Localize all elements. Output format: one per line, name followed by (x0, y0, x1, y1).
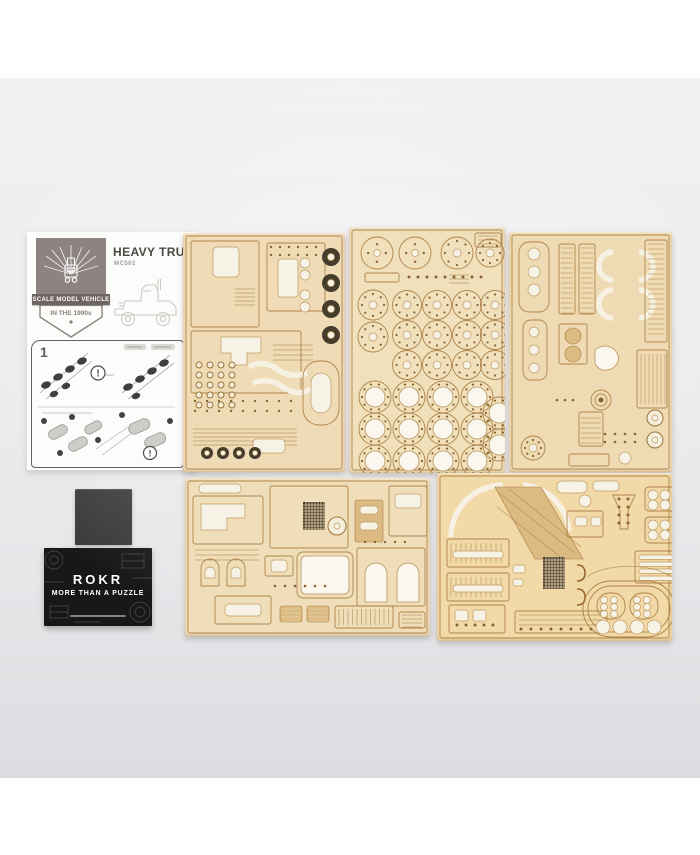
rokr-badge: ROKR SCALE MODEL VEHICLE IN THE 1990s (32, 238, 110, 339)
white-margin-bottom (0, 778, 700, 855)
assembly-step-frame: 1 (31, 340, 184, 468)
card-blueprint-art (44, 550, 152, 623)
plywood-sheet-5 (437, 473, 672, 641)
svg-text:!: ! (149, 449, 152, 459)
plywood-sheet-4 (185, 478, 430, 636)
plywood-sheet-1 (183, 233, 345, 472)
product-photo: ROKR SCALE MODEL VEHICLE IN THE 1990s HE… (0, 78, 700, 778)
step-number: 1 (40, 344, 48, 360)
instruction-manual: ROKR SCALE MODEL VEHICLE IN THE 1990s HE… (27, 232, 203, 470)
svg-text:!: ! (96, 369, 99, 380)
white-margin-top (0, 0, 700, 78)
truck-sketch (114, 279, 177, 326)
plywood-sheet-3 (509, 232, 672, 472)
card-fine-print (70, 614, 126, 617)
laser-pattern-5 (439, 475, 672, 639)
sandpaper-square (75, 489, 132, 545)
card-brand: ROKR (72, 572, 124, 587)
badge-top: ROKR (36, 238, 106, 294)
laser-pattern-3 (511, 234, 670, 470)
card-tagline: MORE THAN A PUZZLE (51, 590, 145, 597)
badge-tagline: IN THE 1990s (50, 310, 92, 317)
laser-pattern-1 (185, 235, 343, 470)
assembly-diagram: ! ! (38, 344, 175, 461)
badge-rays-truck-icon (43, 245, 99, 283)
product-title: HEAVY TRUCK (113, 245, 203, 259)
badge-point: IN THE 1990s (39, 305, 103, 338)
plywood-sheet-2 (349, 227, 505, 473)
laser-pattern-2 (351, 229, 505, 473)
badge-banner: SCALE MODEL VEHICLE (32, 294, 110, 305)
brand-card: ROKR MORE THAN A PUZZLE (44, 548, 152, 626)
model-code: MC502 (114, 261, 136, 267)
laser-pattern-4 (187, 480, 428, 634)
